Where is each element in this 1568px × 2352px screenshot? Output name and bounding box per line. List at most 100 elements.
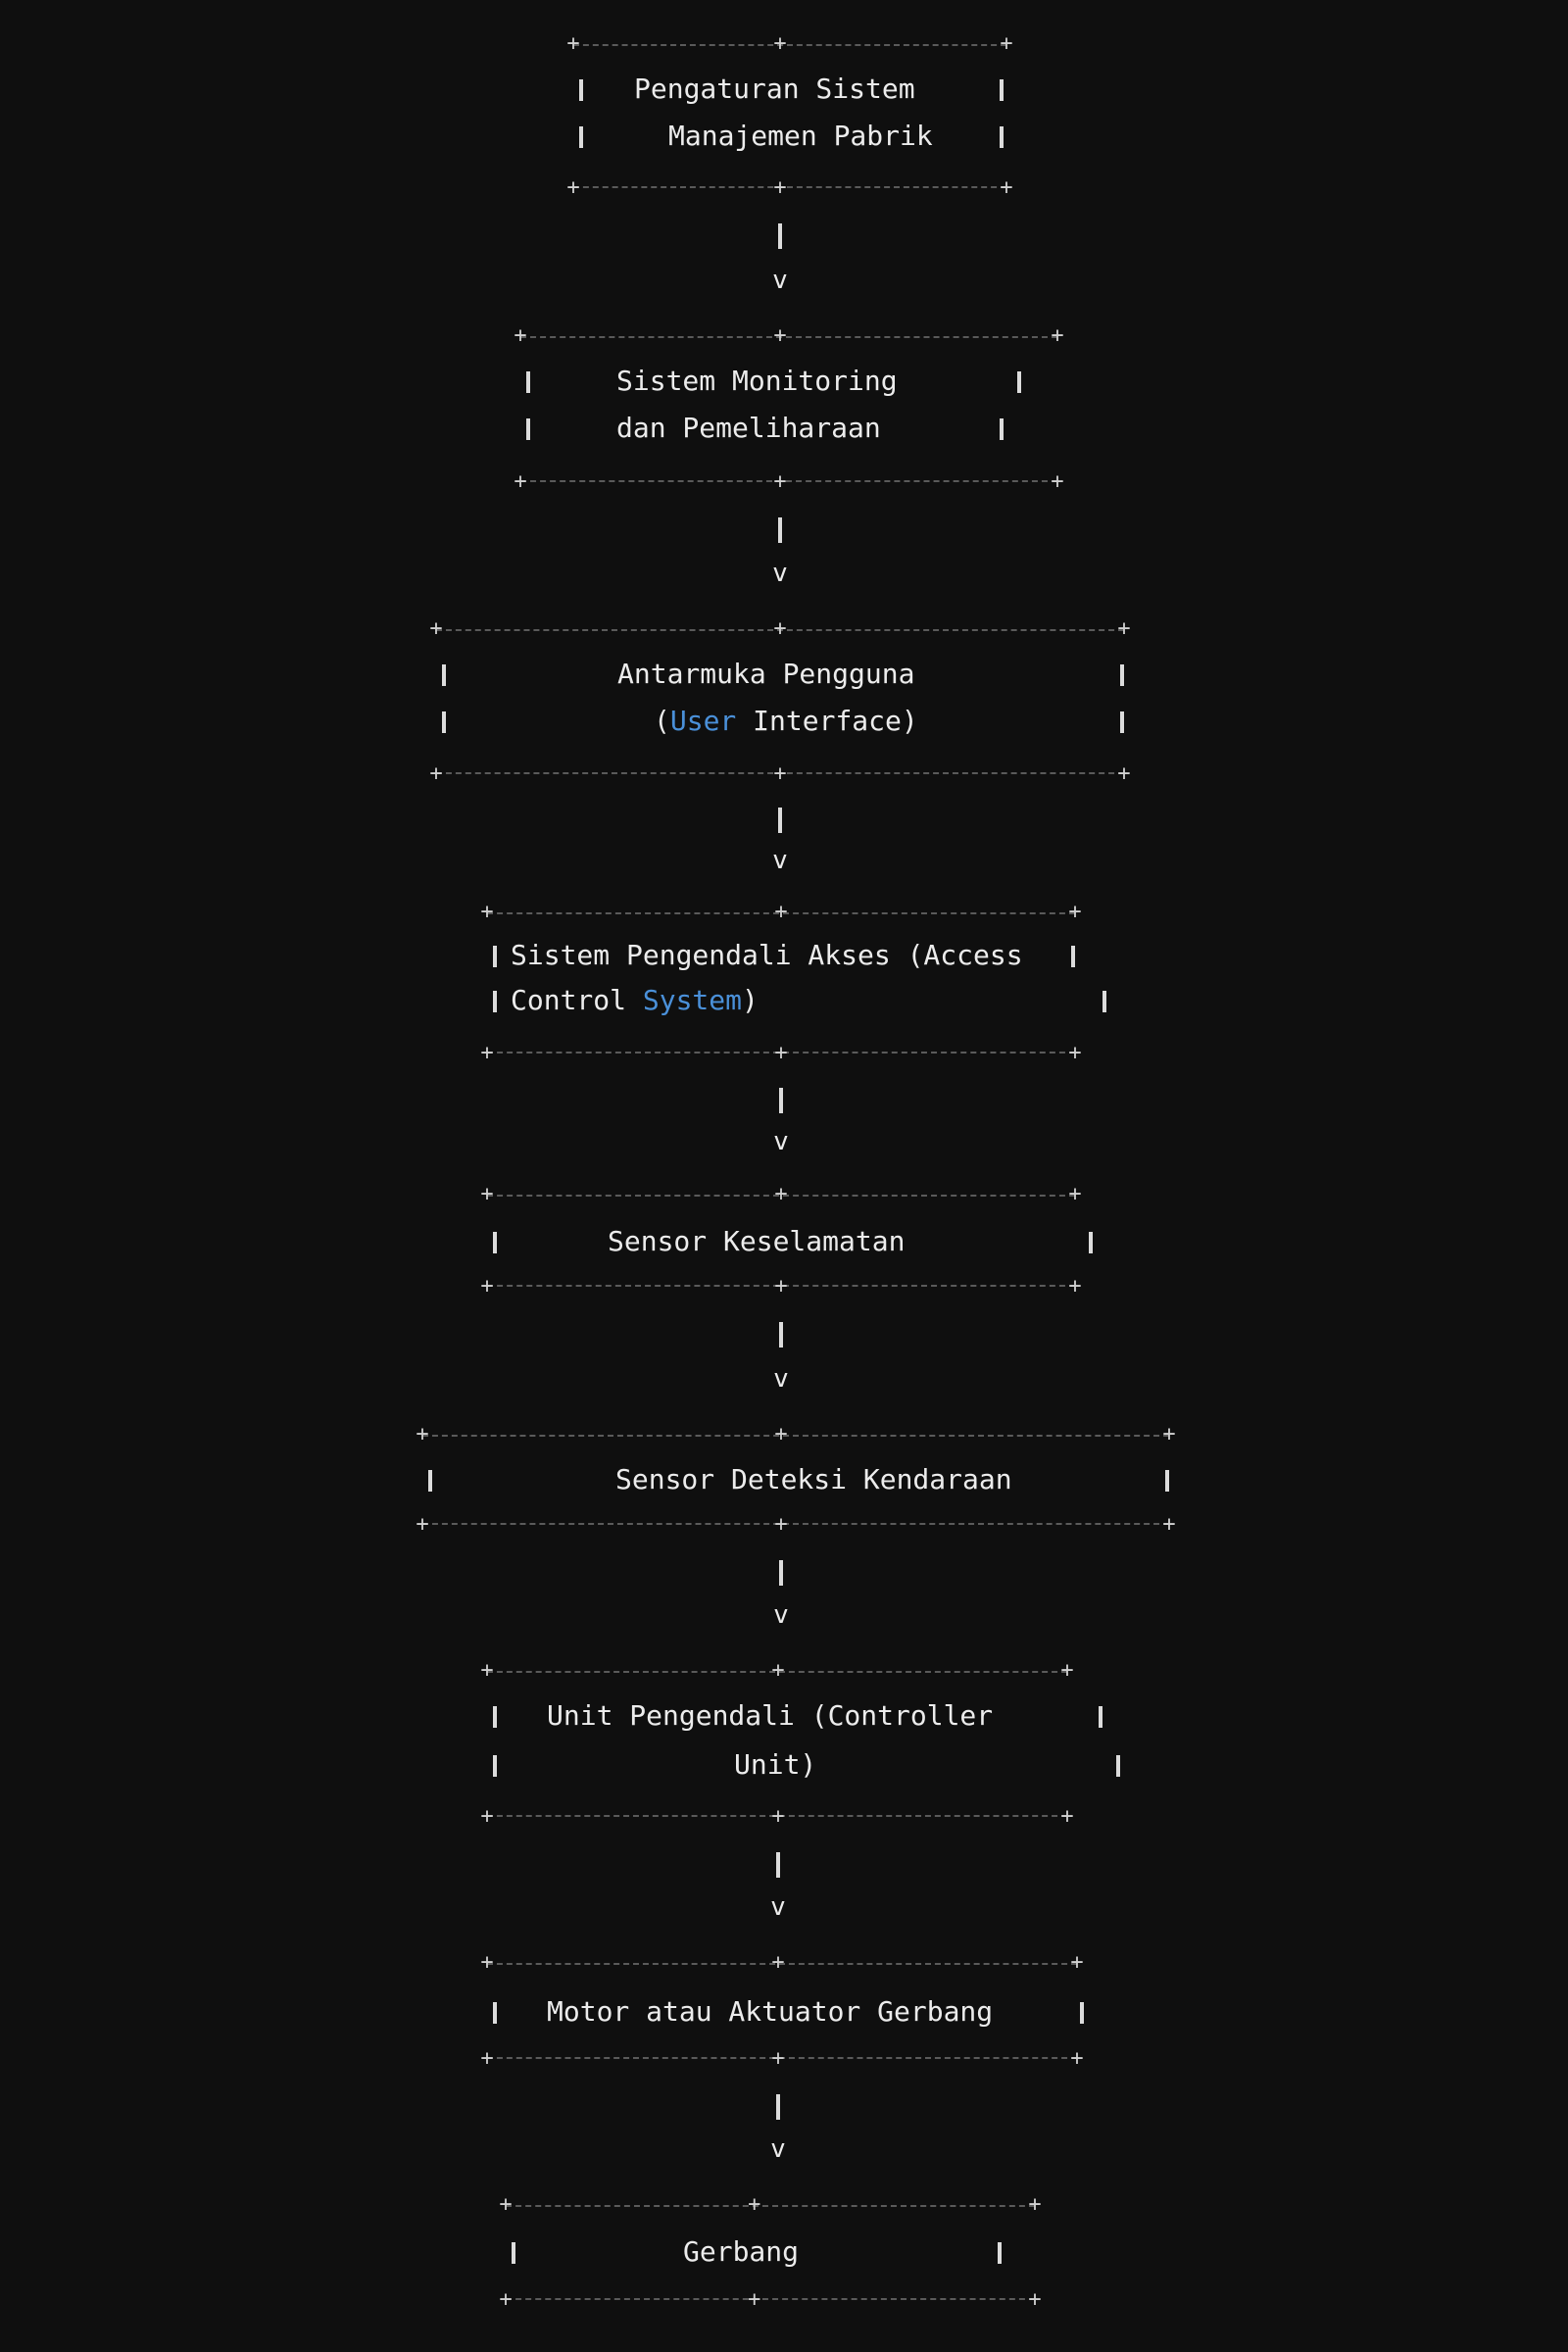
corner-plus: + <box>1117 616 1131 641</box>
box-side-left <box>526 418 530 440</box>
box-label-line: Sistem Pengendali Akses (Access <box>487 932 1075 979</box>
label-text: Sistem Monitoring <box>616 365 898 397</box>
corner-plus: + <box>429 616 443 641</box>
box-side-right <box>1000 126 1004 148</box>
connector-pipe <box>776 2093 780 2120</box>
box-side-left <box>493 946 497 967</box>
corner-plus: + <box>1068 1041 1082 1065</box>
junction-plus: + <box>774 1041 788 1065</box>
junction-plus: + <box>771 1804 785 1829</box>
box-gerbang: ++++++Gerbang <box>499 2194 1041 2311</box>
box-border-top <box>487 912 1075 914</box>
corner-plus: + <box>1028 2192 1042 2217</box>
box-label-line: Unit) <box>487 1741 1067 1788</box>
label-text: Unit) <box>734 1748 817 1781</box>
label-text: Sensor Deteksi Kendaraan <box>615 1463 1012 1495</box>
junction-plus: + <box>773 761 787 786</box>
box-label-line: Motor atau Aktuator Gerbang <box>487 1988 1077 2035</box>
box-side-right <box>1080 2002 1084 2024</box>
box-side-right <box>1017 371 1021 393</box>
box-label-line: Unit Pengendali (Controller <box>487 1692 1067 1740</box>
junction-plus: + <box>771 2046 785 2071</box>
corner-plus: + <box>429 761 443 786</box>
junction-plus: + <box>773 469 787 494</box>
corner-plus: + <box>1051 469 1064 494</box>
box-label-line: dan Pemeliharaan <box>520 405 1057 452</box>
junction-plus: + <box>773 31 787 56</box>
box-antarmuka-pengguna: ++++++Antarmuka Pengguna(User Interface) <box>429 618 1130 785</box>
box-side-left <box>526 371 530 393</box>
box-label-line: Sistem Monitoring <box>520 358 1057 405</box>
box-side-right <box>1120 664 1124 686</box>
junction-plus: + <box>771 1658 785 1683</box>
junction-plus: + <box>774 1274 788 1298</box>
corner-plus: + <box>1068 900 1082 924</box>
box-side-left <box>428 1470 432 1492</box>
down-arrow-icon: v <box>772 846 788 876</box>
label-text: Manajemen Pabrik <box>668 120 933 152</box>
box-side-left <box>442 664 446 686</box>
box-border-bottom <box>487 1052 1075 1054</box>
box-border-bottom <box>487 1815 1067 1817</box>
corner-plus: + <box>1117 761 1131 786</box>
box-border-top <box>487 1963 1077 1965</box>
box-side-right <box>1102 991 1106 1012</box>
box-side-left <box>442 711 446 733</box>
corner-plus: + <box>416 1512 429 1537</box>
junction-plus: + <box>771 1950 785 1975</box>
box-label-line: Manajemen Pabrik <box>573 113 1006 160</box>
connector-pipe <box>779 1087 783 1113</box>
accent-keyword: User <box>669 705 737 737</box>
box-border-top <box>506 2205 1035 2207</box>
label-text: Motor atau Aktuator Gerbang <box>547 1995 994 2028</box>
corner-plus: + <box>1162 1512 1176 1537</box>
down-arrow-icon: v <box>773 1126 789 1156</box>
connector-pipe <box>778 223 782 250</box>
box-side-right <box>998 2242 1002 2264</box>
label-text: dan Pemeliharaan <box>616 412 881 444</box>
box-border-bottom <box>520 480 1057 482</box>
label-text: Control <box>511 984 643 1016</box>
label-text: ( <box>654 705 670 737</box>
corner-plus: + <box>1000 31 1013 56</box>
corner-plus: + <box>480 1041 494 1065</box>
corner-plus: + <box>480 1274 494 1298</box>
corner-plus: + <box>566 175 580 200</box>
box-border-top <box>487 1671 1067 1673</box>
box-side-left <box>493 1755 497 1777</box>
corner-plus: + <box>1162 1422 1176 1446</box>
corner-plus: + <box>1060 1804 1074 1829</box>
corner-plus: + <box>1000 175 1013 200</box>
box-border-bottom <box>436 772 1124 774</box>
box-sensor-deteksi-kendaraan: ++++++Sensor Deteksi Kendaraan <box>416 1424 1175 1536</box>
corner-plus: + <box>416 1422 429 1446</box>
box-label-line: Pengaturan Sistem <box>573 66 1006 113</box>
box-motor-aktuator: ++++++Motor atau Aktuator Gerbang <box>480 1952 1084 2070</box>
junction-plus: + <box>748 2287 761 2312</box>
box-side-right <box>1116 1755 1120 1777</box>
box-label-line: (User Interface) <box>436 698 1124 745</box>
box-side-left <box>579 126 583 148</box>
down-arrow-icon: v <box>772 559 788 588</box>
junction-plus: + <box>773 175 787 200</box>
box-side-right <box>1120 711 1124 733</box>
box-side-right <box>1099 1706 1102 1728</box>
corner-plus: + <box>480 1658 494 1683</box>
corner-plus: + <box>480 1804 494 1829</box>
connector-pipe <box>779 1559 783 1586</box>
corner-plus: + <box>480 1950 494 1975</box>
corner-plus: + <box>1068 1182 1082 1206</box>
junction-plus: + <box>748 2192 761 2217</box>
box-label-line: Sensor Keselamatan <box>487 1218 1075 1265</box>
corner-plus: + <box>499 2287 513 2312</box>
label-text: Interface) <box>736 705 918 737</box>
corner-plus: + <box>566 31 580 56</box>
corner-plus: + <box>514 469 527 494</box>
down-arrow-icon: v <box>772 265 788 295</box>
box-side-right <box>1000 418 1004 440</box>
box-side-left <box>493 1706 497 1728</box>
